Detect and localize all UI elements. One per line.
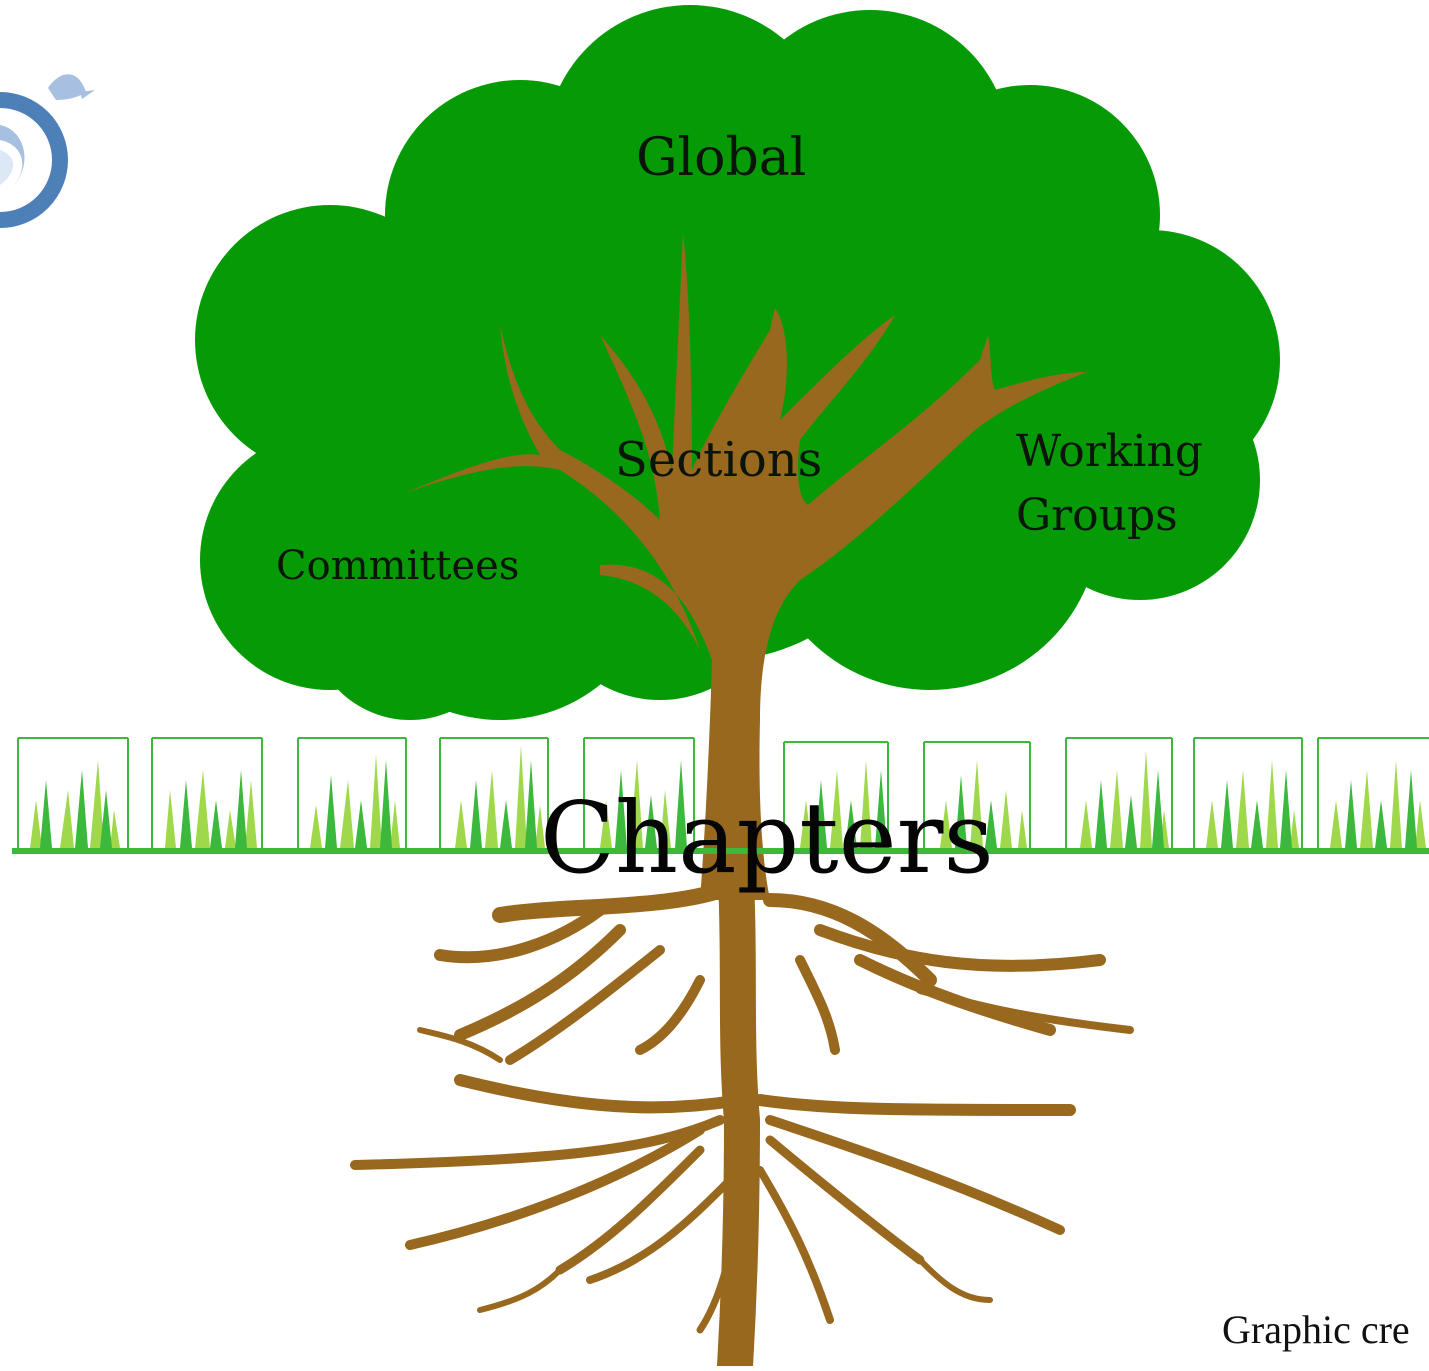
graphic-credit: Graphic cre (1222, 1307, 1410, 1352)
tree-roots (350, 862, 1134, 1371)
label-committees: Committees (276, 543, 520, 589)
grass-band (12, 737, 1429, 854)
logo-icon (0, 74, 95, 228)
label-chapters: Chapters (540, 782, 994, 896)
label-global: Global (636, 128, 807, 188)
label-working-groups-line2: Groups (1016, 490, 1178, 541)
label-working-groups: Working Groups (1016, 420, 1203, 548)
label-sections: Sections (615, 432, 823, 488)
tree-trunk (405, 232, 1087, 900)
tree-canopy (195, 5, 1280, 720)
label-working-groups-line1: Working (1016, 426, 1203, 477)
